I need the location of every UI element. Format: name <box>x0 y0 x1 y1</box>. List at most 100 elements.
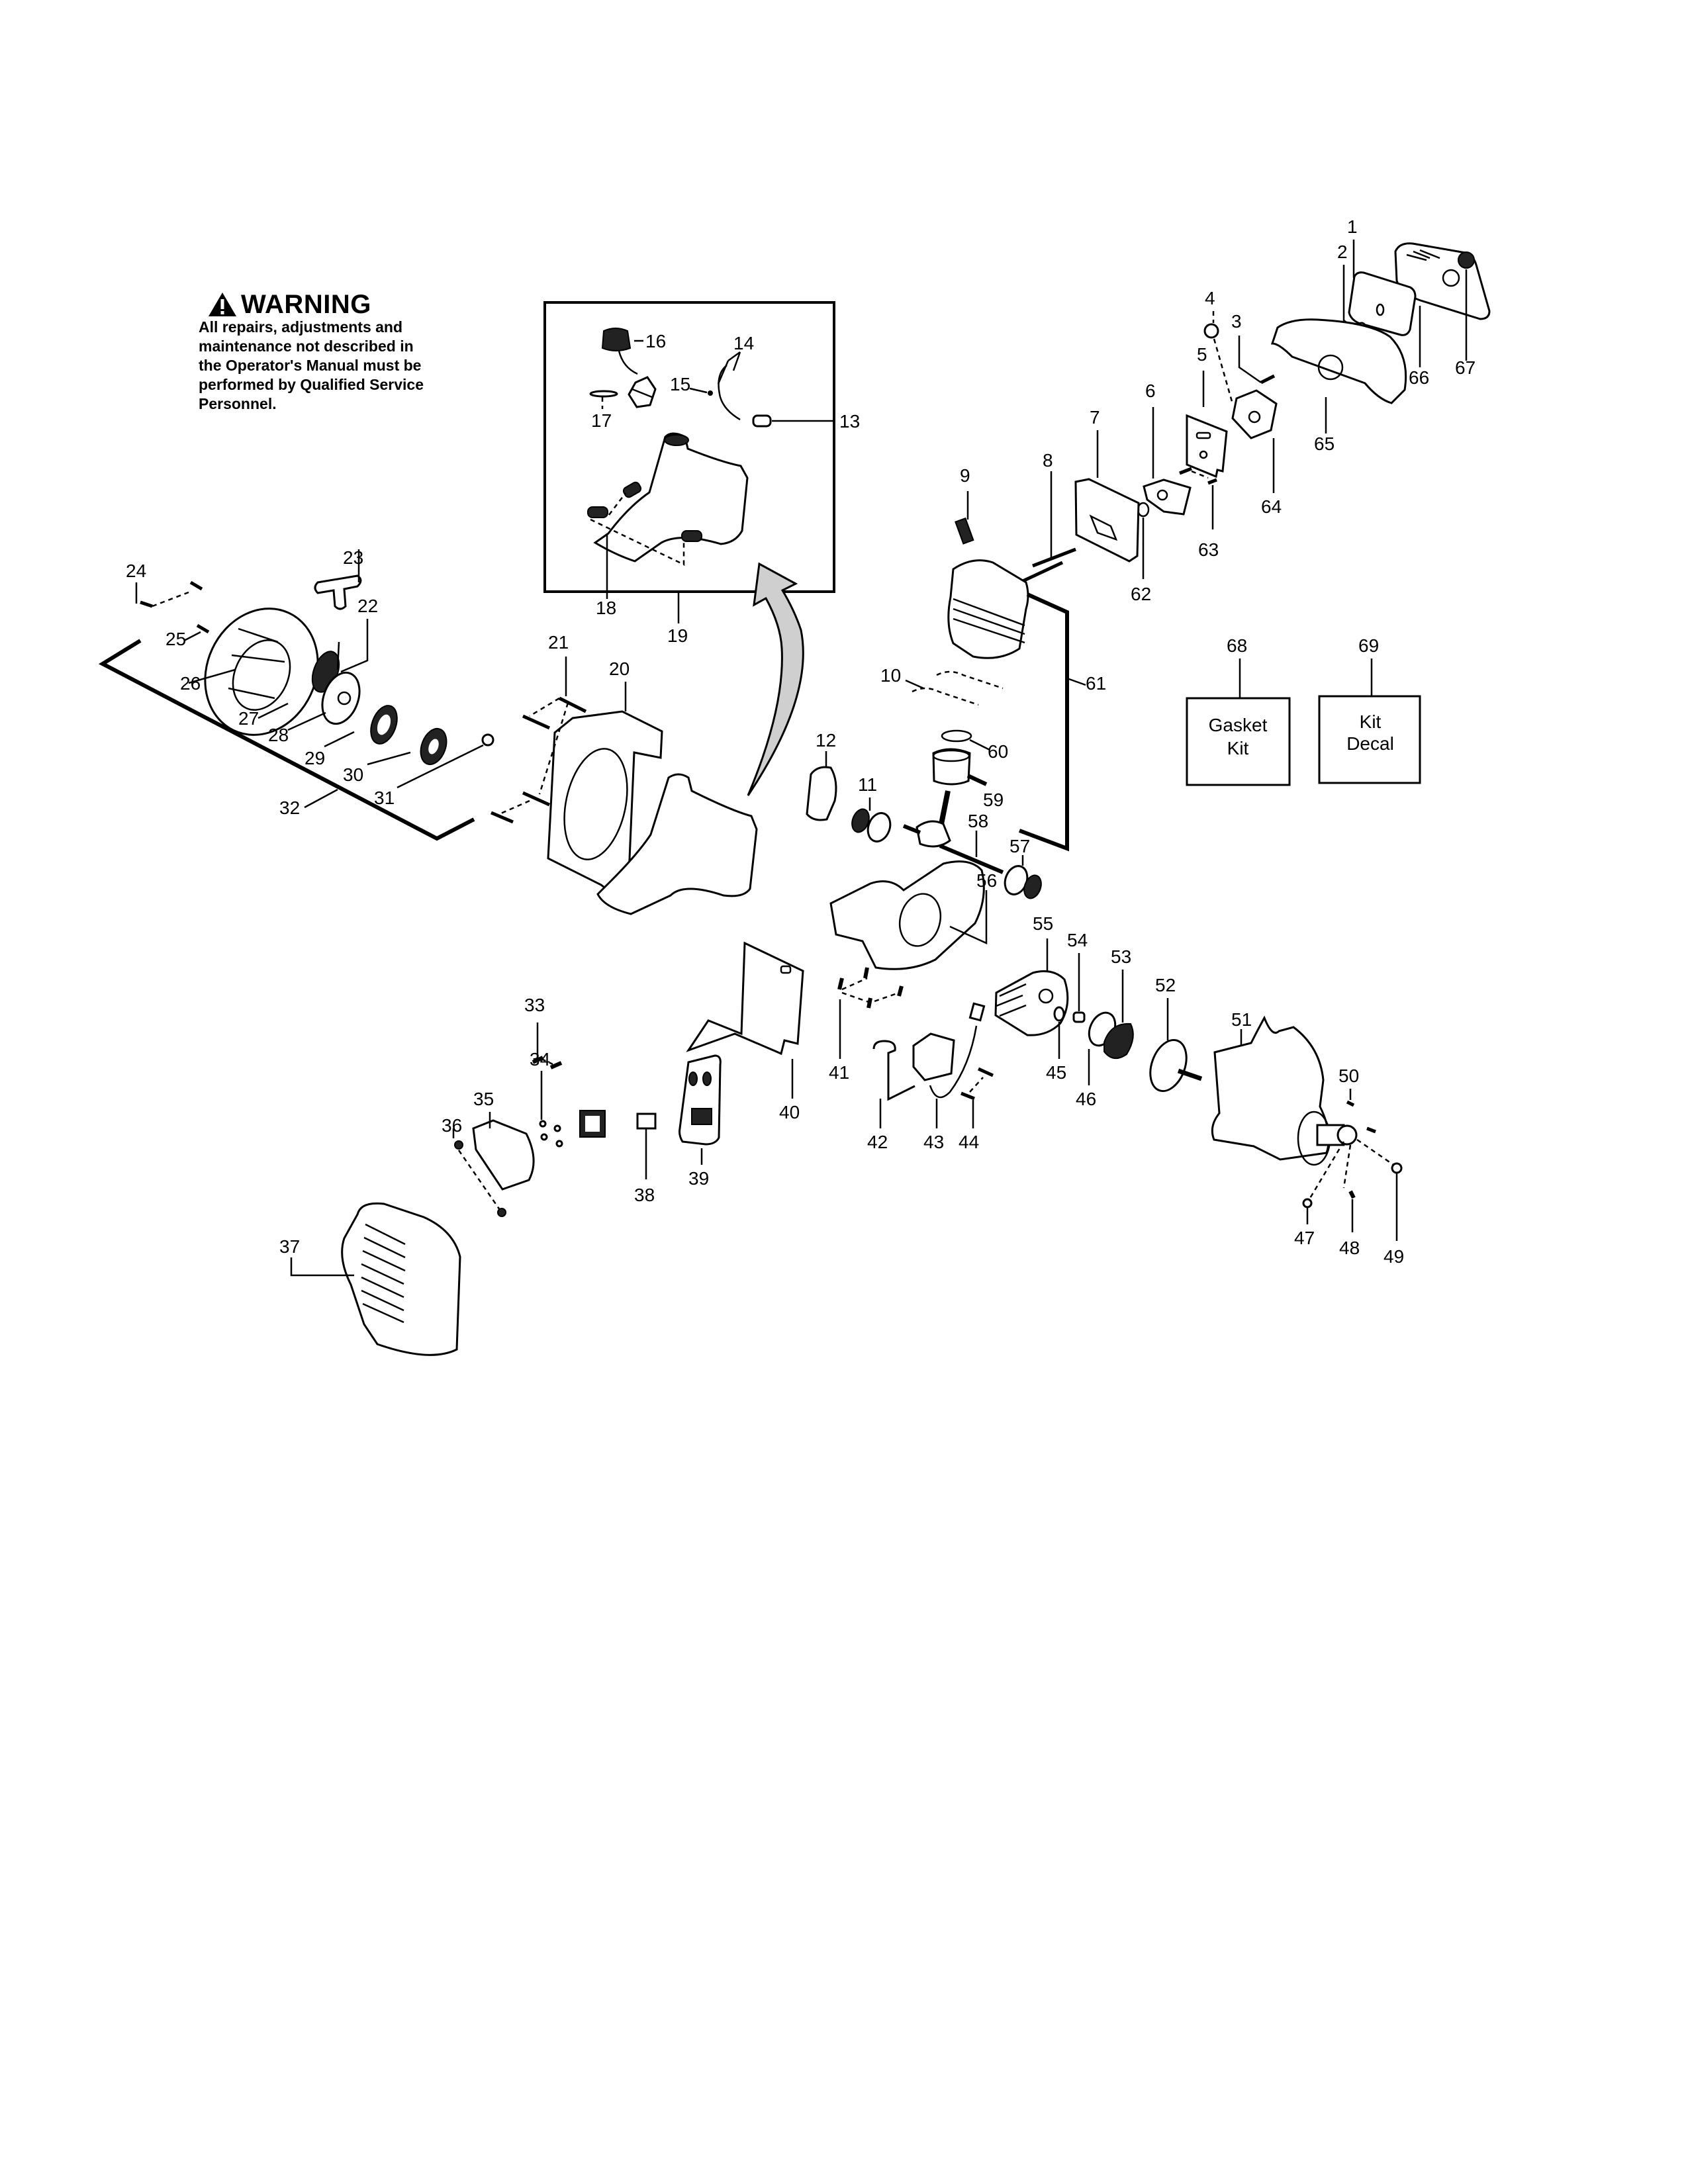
warning-triangle-icon <box>209 293 236 316</box>
callout-37: 37 <box>279 1236 300 1257</box>
ignition-clutch-group: 42 43 44 55 45 54 46 53 <box>867 913 1203 1152</box>
housing-nut-part <box>1391 1162 1403 1174</box>
callout-57: 57 <box>1009 836 1030 856</box>
cylinder-part <box>947 559 1029 659</box>
air-box-part <box>1074 478 1140 563</box>
clutch-drum-part <box>1149 1038 1188 1093</box>
callout-49: 49 <box>1383 1246 1404 1267</box>
callout-30: 30 <box>343 764 363 785</box>
callout-18: 18 <box>596 598 616 618</box>
callout-15: 15 <box>670 374 690 394</box>
callout-10: 10 <box>880 665 901 686</box>
callout-31: 31 <box>374 788 395 808</box>
callout-56: 56 <box>976 870 997 891</box>
callout-54: 54 <box>1067 930 1088 950</box>
callout-2: 2 <box>1337 242 1348 262</box>
callout-25: 25 <box>165 629 186 649</box>
callout-68: 68 <box>1227 635 1247 656</box>
callout-58: 58 <box>968 811 988 831</box>
fuel-line-grommet-part <box>708 390 713 396</box>
fuel-filter-part <box>752 414 772 428</box>
fuel-line-part <box>718 365 741 421</box>
heat-shield-part <box>686 941 804 1056</box>
callout-66: 66 <box>1409 367 1429 388</box>
fan-housing-group: 20 21 <box>491 632 758 915</box>
muffler-label-part <box>636 1113 657 1130</box>
housing-screw-part <box>1302 1198 1313 1208</box>
callout-29: 29 <box>305 748 325 768</box>
tank-grommet-part <box>587 506 608 518</box>
callout-32: 32 <box>279 797 300 818</box>
callout-26: 26 <box>180 673 201 694</box>
clutch-spacer-part <box>1072 1011 1086 1023</box>
gasket-kit-box: 68 Gasket Kit <box>1186 635 1291 786</box>
callout-12: 12 <box>816 730 836 751</box>
callout-14: 14 <box>733 333 754 353</box>
callout-23: 23 <box>343 547 363 568</box>
muffler-bracket-part <box>472 1119 535 1191</box>
air-filter-group: 66 67 1 2 65 3 4 64 <box>955 216 1491 604</box>
cylinder-gasket-part <box>912 687 979 706</box>
warning-title: WARNING <box>241 290 371 319</box>
callout-69: 69 <box>1358 635 1379 656</box>
callout-65: 65 <box>1314 433 1335 454</box>
callout-61: 61 <box>1086 673 1106 694</box>
crankcase-seal-part <box>851 808 870 833</box>
piston-part <box>932 748 971 786</box>
callout-38: 38 <box>634 1185 655 1205</box>
muffler-part <box>679 1054 722 1146</box>
ignition-module-part <box>806 766 837 821</box>
cylinder-kit-bracket <box>1018 592 1069 852</box>
callout-7: 7 <box>1090 407 1100 428</box>
fuel-tank-part <box>593 432 749 563</box>
callout-35: 35 <box>473 1089 494 1109</box>
piston-ring-part <box>941 729 972 743</box>
callout-46: 46 <box>1076 1089 1096 1109</box>
bracket-screw-part <box>454 1140 463 1150</box>
callout-3: 3 <box>1231 311 1242 332</box>
muffler-cover-part <box>341 1202 461 1356</box>
callout-53: 53 <box>1111 946 1131 967</box>
callout-64: 64 <box>1261 496 1282 517</box>
callout-51: 51 <box>1231 1009 1252 1030</box>
callout-19: 19 <box>667 625 688 646</box>
callout-52: 52 <box>1155 975 1176 995</box>
fuel-cap-part <box>601 328 657 408</box>
decal-kit-label-line1: Kit <box>1360 711 1382 732</box>
fuel-tank-inset: 16 17 14 15 13 18 19 <box>543 301 860 646</box>
callout-8: 8 <box>1043 450 1053 471</box>
callout-16: 16 <box>645 331 666 351</box>
fuel-tank-assembled-part <box>596 773 758 915</box>
decal-kit-label-line2: Decal <box>1346 733 1394 754</box>
air-filter-part <box>1348 271 1417 336</box>
callout-34: 34 <box>530 1049 550 1069</box>
callout-33: 33 <box>524 995 545 1015</box>
callout-13: 13 <box>839 411 860 432</box>
callout-17: 17 <box>591 410 612 431</box>
flywheel-part <box>994 970 1069 1036</box>
callout-22: 22 <box>357 596 378 616</box>
callout-48: 48 <box>1339 1238 1360 1258</box>
flywheel-washer-part <box>1053 1006 1065 1022</box>
callout-28: 28 <box>268 725 289 745</box>
warning-heading: WARNING <box>208 291 477 318</box>
crankcase-part <box>829 860 985 970</box>
recoil-starter-group: 24 25 26 27 28 22 23 29 <box>98 547 494 841</box>
gasket-kit-label-line1: Gasket <box>1209 715 1268 735</box>
clutch-shoe-part <box>1103 1023 1134 1059</box>
callout-42: 42 <box>867 1132 888 1152</box>
callout-63: 63 <box>1198 539 1219 560</box>
callout-5: 5 <box>1197 344 1207 365</box>
fuel-cap-gasket-part <box>589 390 618 398</box>
assembly-arrow-icon <box>747 562 804 796</box>
callout-39: 39 <box>688 1168 709 1189</box>
callout-40: 40 <box>779 1102 800 1122</box>
air-filter-base-part <box>1270 318 1407 404</box>
air-filter-knob-part <box>1458 251 1475 269</box>
callout-41: 41 <box>829 1062 849 1083</box>
callout-50: 50 <box>1338 1066 1359 1086</box>
warning-text: All repairs, adjustments and maintenance… <box>199 318 424 412</box>
callout-60: 60 <box>988 741 1008 762</box>
callout-6: 6 <box>1145 381 1156 401</box>
recoil-assembly-bracket <box>98 639 475 841</box>
